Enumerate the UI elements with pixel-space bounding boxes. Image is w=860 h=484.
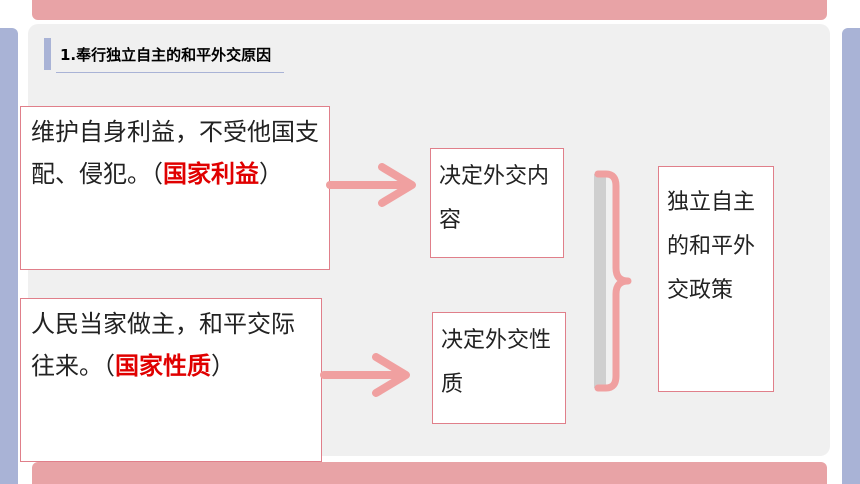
- reason-box-interests: 维护自身利益，不受他国支配、侵犯。（国家利益）: [20, 106, 330, 270]
- reason-box-nature: 人民当家做主，和平交际往来。（国家性质）: [20, 298, 322, 462]
- page-title: 1.奉行独立自主的和平外交原因: [60, 46, 272, 64]
- top-decor-bar: [32, 0, 827, 20]
- reason-highlight: 国家性质: [115, 351, 211, 380]
- bottom-decor-bar: [32, 462, 827, 484]
- title-underline: [56, 72, 284, 73]
- arrow-right-icon: [326, 163, 416, 207]
- reason-text: 维护自身利益，不受他国支配、侵犯。（: [31, 118, 319, 188]
- reason-highlight: 国家利益: [163, 159, 259, 188]
- right-decor-bar: [842, 28, 860, 484]
- right-brace-icon: [594, 170, 632, 392]
- arrow-right-icon: [320, 353, 410, 397]
- title-marker: [44, 38, 51, 70]
- reason-text-end: ）: [211, 352, 235, 380]
- result-label: 独立自主的和平外交政策: [667, 190, 756, 303]
- decides-content-box: 决定外交内容: [430, 148, 564, 258]
- decides-content-label: 决定外交内容: [439, 164, 550, 233]
- decides-nature-box: 决定外交性质: [432, 312, 566, 424]
- reason-text: 人民当家做主，和平交际往来。（: [31, 310, 295, 380]
- decides-nature-label: 决定外交性质: [441, 328, 552, 397]
- result-box: 独立自主的和平外交政策: [658, 166, 774, 392]
- reason-text-end: ）: [259, 160, 283, 188]
- left-decor-bar: [0, 28, 18, 484]
